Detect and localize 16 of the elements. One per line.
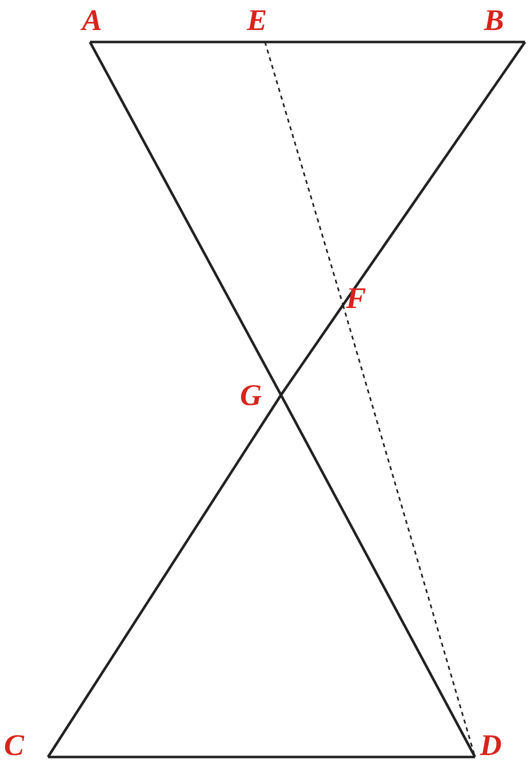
point-label: A bbox=[82, 6, 102, 36]
line-segment bbox=[90, 40, 265, 44]
line-segment bbox=[48, 756, 475, 758]
point-label: E bbox=[247, 6, 268, 36]
point-label: C bbox=[4, 731, 24, 761]
line-segment bbox=[265, 40, 525, 44]
point-label: G bbox=[240, 381, 262, 411]
point-label: F bbox=[346, 284, 366, 314]
line-segment bbox=[342, 41, 526, 306]
point-label: B bbox=[484, 6, 504, 36]
line-segment bbox=[88, 41, 282, 396]
line-segment bbox=[280, 304, 344, 396]
line-segment bbox=[280, 394, 476, 758]
dashed-line bbox=[264, 42, 344, 306]
point-label: D bbox=[480, 731, 502, 761]
line-segment bbox=[46, 394, 282, 758]
